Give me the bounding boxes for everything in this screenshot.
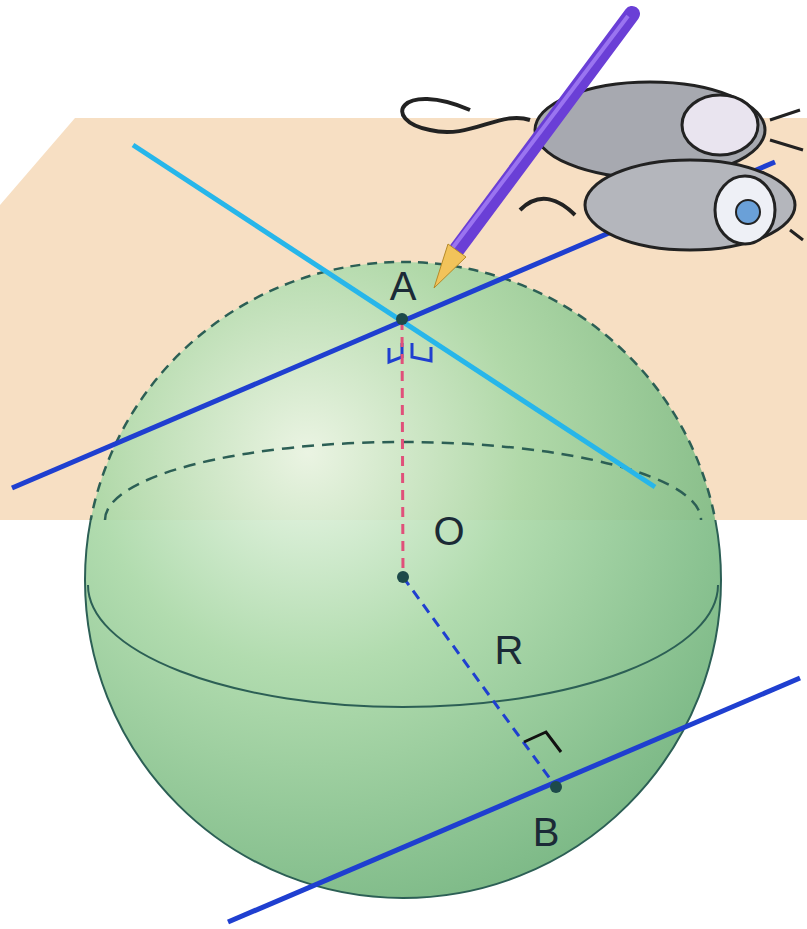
sphere-body [85, 262, 721, 898]
point-label: O [433, 511, 464, 551]
radius-line [402, 320, 403, 577]
right-angle-mark [524, 732, 561, 752]
right-angle-mark [389, 343, 402, 362]
point [550, 781, 562, 793]
sphere-hidden-outline [85, 262, 721, 520]
equator [88, 585, 718, 707]
point-label: A [390, 266, 417, 306]
mouse-figure [402, 82, 803, 250]
right-angle-mark [412, 343, 431, 361]
pencil [434, 14, 632, 288]
point [397, 571, 409, 583]
tangent-line [228, 678, 800, 922]
radius-line [403, 577, 556, 787]
point [396, 313, 408, 325]
tangent-line [133, 145, 655, 487]
point-label: R [495, 630, 524, 670]
sphere-outline [85, 520, 721, 898]
point-label: B [533, 812, 560, 852]
